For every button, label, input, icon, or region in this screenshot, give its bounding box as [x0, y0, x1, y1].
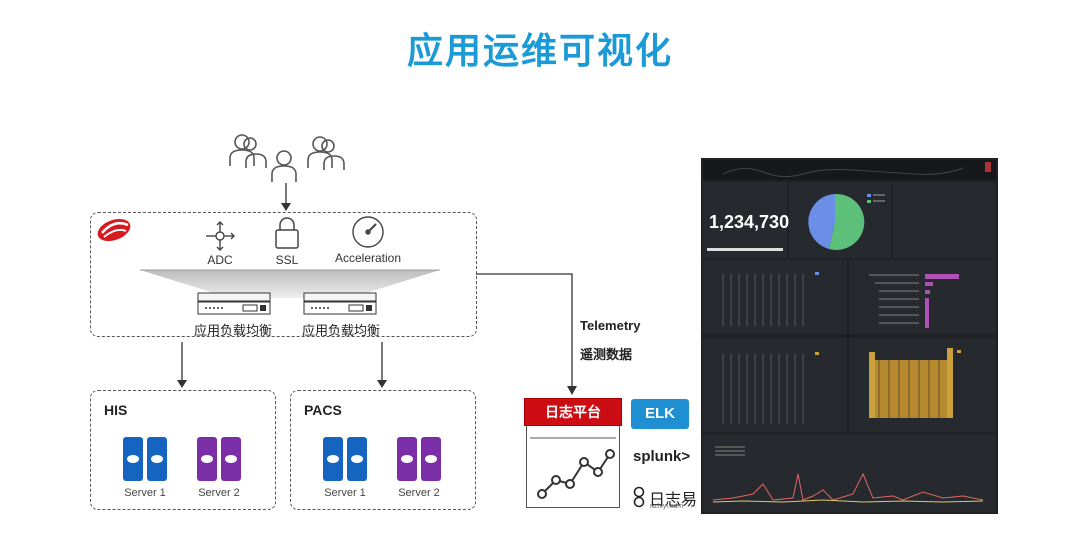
users-icon	[229, 134, 345, 182]
dashboard-list-panel	[703, 260, 847, 334]
telemetry-connector	[476, 273, 577, 395]
telemetry-label-en: Telemetry	[580, 318, 641, 333]
adc-icon	[206, 221, 235, 251]
rizhiyi-logo: 日志易	[649, 492, 698, 509]
load-balancer-label-1: 应用负载均衡	[193, 323, 272, 338]
dashboard-map-strip	[703, 160, 996, 180]
brand-logo-icon	[97, 218, 131, 242]
lock-icon	[275, 217, 299, 249]
distribution-fan	[140, 269, 440, 298]
dashboard-line-panel	[703, 434, 996, 512]
pacs-group-title: PACS	[304, 402, 342, 418]
acceleration-label: Acceleration	[334, 251, 402, 265]
rizhiyi-logo-icon	[633, 486, 645, 508]
dashboard-pie-panel	[789, 182, 891, 258]
server-icon-pacs-1	[323, 437, 367, 481]
server-label: Server 1	[324, 487, 366, 499]
rizhiyi-url: rizhiyi.com	[650, 503, 684, 510]
server-icon-his-2	[197, 437, 241, 481]
adc-label: ADC	[207, 253, 233, 267]
dashboard-screenshot: 1,234,730	[701, 158, 998, 514]
server-icon-pacs-2	[397, 437, 441, 481]
trend-chart-icon	[530, 437, 616, 499]
gauge-icon	[352, 216, 384, 248]
splunk-logo: splunk>	[633, 448, 691, 465]
elk-logo: ELK	[631, 399, 689, 429]
server-label: Server 1	[124, 487, 166, 499]
dashboard-big-number: 1,234,730	[709, 212, 790, 232]
server-label: Server 2	[198, 487, 240, 499]
load-balancer-device-icon	[303, 292, 377, 315]
dashboard-hbar-panel	[849, 260, 996, 334]
load-balancer-label-2: 应用负载均衡	[301, 323, 380, 338]
server-label: Server 2	[398, 487, 440, 499]
dashboard-bar-panel	[849, 338, 996, 432]
dashboard-metric-panel: 1,234,730	[703, 182, 790, 258]
arrow-down-pacs	[377, 342, 387, 388]
page-title: 应用运维可视化	[406, 31, 673, 72]
arrow-down-his	[177, 342, 187, 388]
pacs-group-box	[290, 390, 476, 510]
load-balancer-device-icon	[197, 292, 271, 315]
server-icon-his-1	[123, 437, 167, 481]
his-group-title: HIS	[104, 402, 128, 418]
log-platform-header: 日志平台	[524, 398, 622, 426]
arrow-down-users	[281, 183, 291, 211]
ssl-label: SSL	[275, 253, 299, 267]
dashboard-empty-panel	[893, 182, 996, 258]
telemetry-label-zh: 遥测数据	[580, 347, 633, 362]
his-group-box	[90, 390, 276, 510]
dashboard-list-panel-2	[703, 338, 847, 432]
